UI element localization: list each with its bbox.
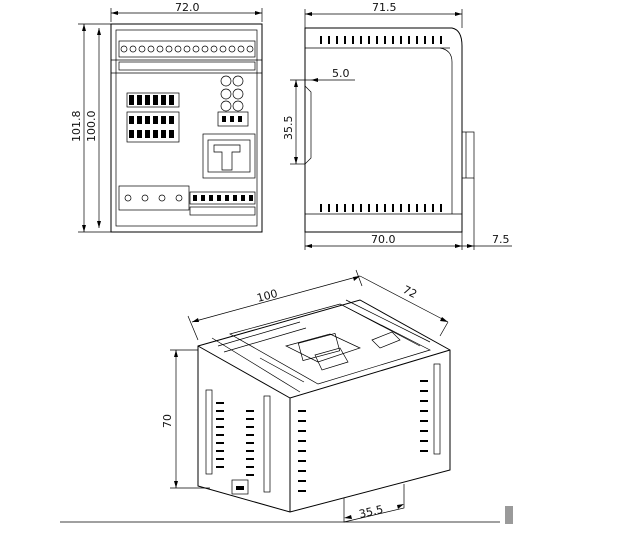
iso-front-vents: [205, 363, 441, 493]
iso-height-label: 70: [161, 414, 174, 428]
front-view: 72.0 101.8 100.0: [70, 1, 263, 233]
front-outer-height-label: 101.8: [70, 111, 83, 143]
isometric-view: 100 72 70: [60, 269, 500, 523]
led-indicator-block: [126, 92, 180, 143]
button-cluster: [217, 75, 249, 127]
top-terminal-row: [118, 40, 256, 71]
side-view: 71.5: [282, 1, 512, 250]
iso-length-label: 100: [255, 287, 279, 305]
comm-port: [202, 133, 256, 179]
scroll-handle[interactable]: [505, 506, 513, 524]
side-rail-offset-label: 5.0: [332, 67, 350, 80]
front-width-label: 72.0: [175, 1, 200, 14]
side-vents-top: [320, 36, 442, 44]
side-rail-height-label: 35.5: [282, 116, 295, 141]
side-depth-label: 71.5: [372, 1, 397, 14]
bottom-terminal-row: [118, 185, 256, 216]
iso-width-label: 72: [401, 283, 419, 301]
side-protrusion-label: 7.5: [492, 233, 510, 246]
side-vents-bottom: [320, 204, 442, 212]
side-base-depth-label: 70.0: [371, 233, 396, 246]
front-inner-height-label: 100.0: [85, 111, 98, 143]
iso-terminal-strips: [211, 299, 431, 393]
iso-rail-label: 35.5: [358, 503, 385, 521]
